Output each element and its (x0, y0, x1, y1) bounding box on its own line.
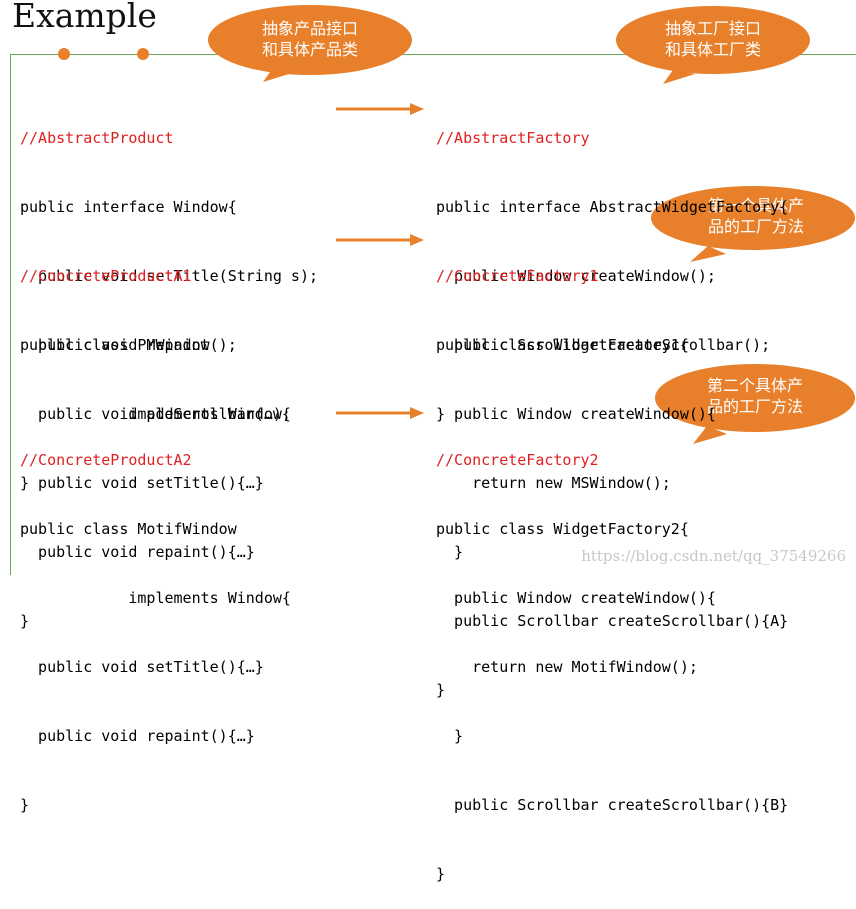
code-concrete-factory-2: //ConcreteFactory2 public class WidgetFa… (436, 403, 788, 909)
code-line: public interface Window{ (20, 198, 237, 216)
code-line: public void addScrollbar(…); (20, 405, 291, 423)
code-line: public class PMWindow (20, 336, 210, 354)
code-line: public void repaint(){…} (20, 543, 255, 561)
bubble-shape (616, 6, 810, 84)
bubble-text-line-1: 第二个具体产 (706, 376, 803, 395)
code-line: public void repaint(); (20, 336, 237, 354)
code-concrete-product-a1: //ConcreteProductA1 public class PMWindo… (20, 219, 291, 656)
code-comment: //AbstractFactory (436, 129, 590, 147)
bubble-abstract-product: 抽象产品接口 和具体产品类 (205, 4, 415, 82)
code-comment: //ConcreteFactory1 (436, 267, 599, 285)
bubble-abstract-factory: 抽象工厂接口 和具体工厂类 (613, 4, 813, 84)
arrow-right-icon (336, 103, 424, 115)
bubble-text-line-1: 抽象产品接口 (261, 19, 358, 38)
code-comment: //ConcreteFactory2 (436, 451, 599, 469)
bubble-second-factory-method: 第二个具体产 品的工厂方法 (655, 364, 855, 444)
code-line: implements Window{ (20, 405, 291, 423)
bubble-text-line-2: 品的工厂方法 (707, 217, 804, 236)
code-line: public Scrollbar createScrollbar(); (436, 336, 771, 354)
arrow-right-icon (336, 234, 424, 246)
code-comment: //ConcreteProductA2 (20, 451, 192, 469)
code-line: } (20, 796, 30, 814)
code-line: public interface AbstractWidgetFactory{ (436, 198, 789, 216)
code-line: return new MSWindow(); (436, 474, 671, 492)
watermark: https://blog.csdn.net/qq_37549266 (581, 547, 846, 565)
code-line: public class MotifWindow (20, 520, 237, 538)
frame-top-line (10, 54, 856, 55)
bubble-text-line-2: 和具体工厂类 (664, 40, 761, 59)
code-line: public void setTitle(){…} (20, 474, 264, 492)
code-line: public class WidgetFactory2{ (436, 520, 689, 538)
code-line: } (436, 543, 464, 561)
code-line: public void setTitle(String s); (20, 267, 319, 285)
bubble-first-factory-method: 第一个具体产 品的工厂方法 (650, 186, 856, 262)
code-line: } (436, 727, 464, 745)
bubble-text-line-1: 抽象工厂接口 (664, 19, 761, 38)
code-line: public class WidgetFactory1{ (436, 336, 689, 354)
code-line: public Scrollbar createScrollbar(){B} (436, 796, 789, 814)
code-line: implements Window{ (20, 589, 291, 607)
code-line: } (436, 865, 446, 883)
bubble-shape (655, 364, 855, 444)
decorative-dot (137, 48, 149, 60)
bubble-shape (208, 5, 412, 82)
bubble-text-line-1: 第一个具体产 (707, 196, 804, 215)
code-line: } (436, 405, 446, 423)
decorative-dot (58, 48, 70, 60)
code-concrete-product-a2: //ConcreteProductA2 public class MotifWi… (20, 403, 291, 840)
code-line: public Window createWindow(){ (436, 405, 716, 423)
bubble-shape (651, 186, 855, 262)
slide-title: Example (12, 0, 157, 35)
code-comment: //ConcreteProductA1 (20, 267, 192, 285)
code-abstract-factory: //AbstractFactory public interface Abstr… (436, 81, 788, 449)
code-line: } (20, 474, 30, 492)
code-comment: //AbstractProduct (20, 129, 174, 147)
bubble-text-line-2: 和具体产品类 (261, 40, 358, 59)
bubble-text-line-2: 品的工厂方法 (706, 397, 803, 416)
code-abstract-product: //AbstractProduct public interface Windo… (20, 81, 318, 518)
code-line: public void setTitle(){…} (20, 658, 264, 676)
frame-left-line (10, 54, 11, 575)
arrow-right-icon (336, 407, 424, 419)
code-line: return new MotifWindow(); (436, 658, 698, 676)
code-line: public void repaint(){…} (20, 727, 255, 745)
code-line: public Window createWindow(){ (436, 589, 716, 607)
code-line: public Window createWindow(); (436, 267, 716, 285)
